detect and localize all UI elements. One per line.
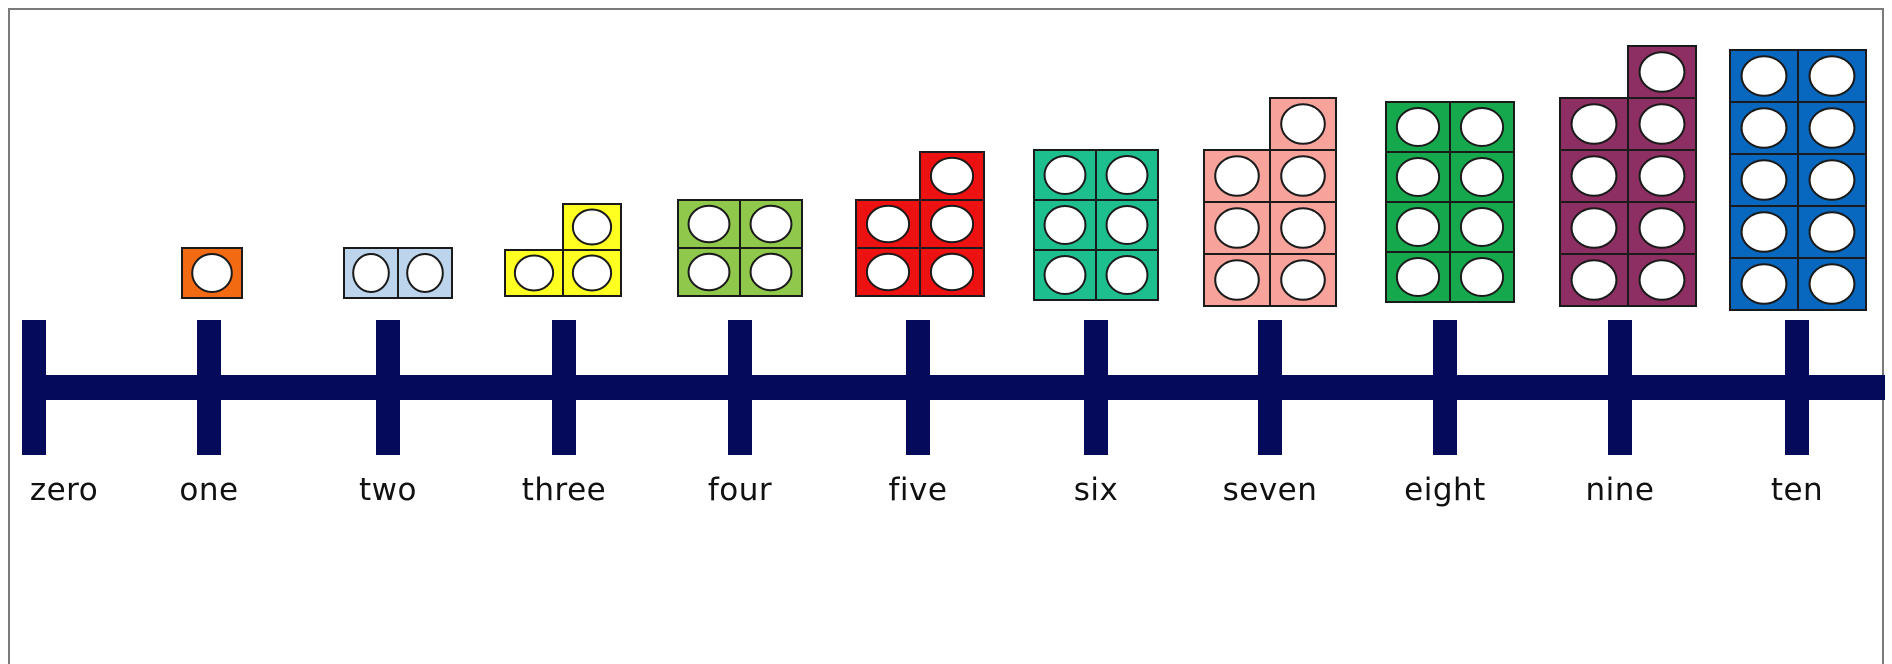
block-hole — [573, 210, 611, 245]
label-eight: eight — [1365, 472, 1525, 508]
block-hole — [1742, 264, 1787, 304]
block-hole — [1640, 52, 1685, 92]
block-nine — [1560, 46, 1696, 306]
block-hole — [1107, 156, 1148, 194]
tick-mark-four — [728, 320, 752, 455]
block-hole — [1045, 206, 1086, 244]
block-hole — [1572, 156, 1617, 196]
block-hole — [1281, 156, 1325, 196]
label-five: five — [838, 472, 998, 508]
block-hole — [192, 254, 232, 292]
block-hole — [1215, 156, 1259, 196]
block-four — [678, 200, 802, 296]
block-hole — [1640, 156, 1685, 196]
block-hole — [1045, 256, 1086, 294]
block-hole — [931, 254, 973, 290]
label-six: six — [1016, 472, 1176, 508]
block-hole — [1281, 260, 1325, 300]
tick-mark-zero — [22, 320, 46, 455]
block-hole — [867, 206, 909, 242]
block-hole — [407, 254, 443, 292]
block-hole — [1810, 160, 1855, 200]
label-three: three — [484, 472, 644, 508]
block-hole — [1281, 208, 1325, 248]
block-hole — [1810, 264, 1855, 304]
block-six — [1034, 150, 1158, 300]
block-hole — [689, 206, 730, 242]
block-hole — [867, 254, 909, 290]
block-hole — [751, 206, 792, 242]
block-hole — [689, 254, 730, 290]
block-ten — [1730, 50, 1866, 310]
block-hole — [1640, 208, 1685, 248]
block-five — [856, 152, 984, 296]
block-hole — [1107, 256, 1148, 294]
block-hole — [1810, 108, 1855, 148]
block-two — [344, 248, 452, 298]
block-three — [505, 204, 621, 296]
block-hole — [573, 256, 611, 291]
numicon-blocks — [182, 46, 1866, 310]
block-hole — [1397, 208, 1439, 246]
block-hole — [1810, 212, 1855, 252]
block-hole — [1107, 206, 1148, 244]
block-hole — [1640, 104, 1685, 144]
block-hole — [1572, 208, 1617, 248]
label-ten: ten — [1717, 472, 1877, 508]
tick-mark-ten — [1785, 320, 1809, 455]
block-hole — [1397, 158, 1439, 196]
block-hole — [1461, 158, 1503, 196]
block-hole — [1281, 104, 1325, 144]
label-seven: seven — [1190, 472, 1350, 508]
tick-mark-seven — [1258, 320, 1282, 455]
tick-mark-nine — [1608, 320, 1632, 455]
block-hole — [931, 158, 973, 194]
block-hole — [1461, 108, 1503, 146]
tick-mark-one — [197, 320, 221, 455]
block-hole — [751, 254, 792, 290]
block-hole — [1397, 108, 1439, 146]
block-hole — [1742, 56, 1787, 96]
tick-mark-two — [376, 320, 400, 455]
block-hole — [1045, 156, 1086, 194]
tick-mark-eight — [1433, 320, 1457, 455]
block-eight — [1386, 102, 1514, 302]
label-two: two — [308, 472, 468, 508]
label-four: four — [660, 472, 820, 508]
block-hole — [1461, 258, 1503, 296]
block-hole — [1742, 212, 1787, 252]
block-hole — [1742, 160, 1787, 200]
block-hole — [1397, 258, 1439, 296]
block-hole — [931, 206, 973, 242]
block-one — [182, 248, 242, 298]
block-hole — [1572, 104, 1617, 144]
block-hole — [1742, 108, 1787, 148]
number-line-axis — [30, 375, 1885, 400]
block-hole — [1461, 208, 1503, 246]
label-one: one — [129, 472, 289, 508]
block-hole — [353, 254, 389, 292]
block-seven — [1204, 98, 1336, 306]
label-nine: nine — [1540, 472, 1700, 508]
block-hole — [1640, 260, 1685, 300]
block-hole — [1572, 260, 1617, 300]
block-hole — [1215, 208, 1259, 248]
block-hole — [1810, 56, 1855, 96]
label-zero: zero — [0, 472, 144, 508]
tick-mark-three — [552, 320, 576, 455]
tick-mark-five — [906, 320, 930, 455]
block-hole — [1215, 260, 1259, 300]
block-hole — [515, 256, 553, 291]
tick-mark-six — [1084, 320, 1108, 455]
